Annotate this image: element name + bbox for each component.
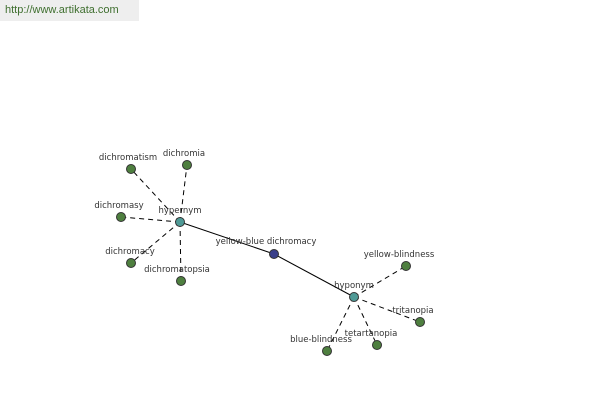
- edge-hypernym-dichromia: [179, 164, 188, 223]
- word-node-dichromatopsia[interactable]: [176, 276, 186, 286]
- edge-center-hypernym: [179, 221, 275, 255]
- word-node-yellow-blindness[interactable]: [401, 261, 411, 271]
- edge-hyponym-blue-blindness: [326, 296, 355, 352]
- word-node-dichromia[interactable]: [182, 160, 192, 170]
- word-node-dichromatism-label: dichromatism: [99, 153, 157, 163]
- edge-hyponym-tritanopia: [353, 296, 421, 323]
- word-node-tritanopia[interactable]: [415, 317, 425, 327]
- word-node-tetartanopia-label: tetartanopia: [345, 329, 398, 339]
- center-word-node[interactable]: [269, 249, 279, 259]
- word-node-tritanopia-label: tritanopia: [392, 306, 433, 316]
- word-node-dichromasy[interactable]: [116, 212, 126, 222]
- graph-nodes: [116, 160, 425, 356]
- word-node-blue-blindness-label: blue-blindness: [290, 335, 352, 345]
- word-node-tetartanopia[interactable]: [372, 340, 382, 350]
- word-node-dichromasy-label: dichromasy: [94, 201, 143, 211]
- relation-node-hypernym-label: hypernym: [158, 206, 201, 216]
- word-node-dichromacy-label: dichromacy: [105, 247, 155, 257]
- word-node-dichromia-label: dichromia: [163, 149, 205, 159]
- edge-hypernym-dichromacy: [130, 221, 181, 264]
- edge-hypernym-dichromasy: [120, 216, 181, 223]
- graph-edges: [120, 164, 421, 352]
- relation-node-hyponym[interactable]: [349, 292, 359, 302]
- center-word-node-label: yellow-blue dichromacy: [216, 237, 317, 247]
- word-node-dichromatism[interactable]: [126, 164, 136, 174]
- edge-hyponym-yellow-blindness: [353, 265, 407, 298]
- graph-labels: yellow-blue dichromacy hypernym hyponym dic…: [94, 149, 435, 345]
- relation-node-hypernym[interactable]: [175, 217, 185, 227]
- edge-center-hyponym: [273, 253, 355, 298]
- word-node-dichromatopsia-label: dichromatopsia: [144, 265, 210, 275]
- edge-hypernym-dichromatism: [130, 168, 181, 223]
- word-node-dichromacy[interactable]: [126, 258, 136, 268]
- site-url-link[interactable]: http://www.artikata.com: [0, 0, 139, 21]
- edge-hypernym-dichromatopsia: [179, 221, 182, 282]
- relation-node-hyponym-label: hyponym: [334, 281, 374, 291]
- word-node-blue-blindness[interactable]: [322, 346, 332, 356]
- word-node-yellow-blindness-label: yellow-blindness: [364, 250, 435, 260]
